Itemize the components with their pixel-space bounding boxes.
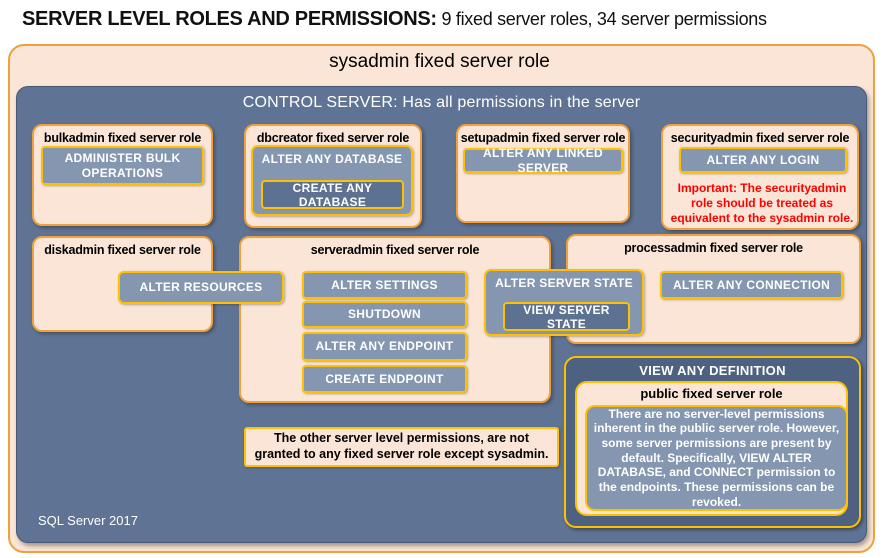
- control-server-box: CONTROL SERVER: Has all permissions in t…: [16, 86, 867, 543]
- dbcreator-role-box: dbcreator fixed server role ALTER ANY DA…: [244, 124, 422, 228]
- diskadmin-role-title: diskadmin fixed server role: [44, 243, 201, 257]
- securityadmin-role-title: securityadmin fixed server role: [670, 131, 850, 145]
- securityadmin-role-box: securityadmin fixed server role ALTER AN…: [661, 124, 859, 230]
- sql-server-version-label: SQL Server 2017: [38, 513, 138, 528]
- page-title: SERVER LEVEL ROLES AND PERMISSIONS: 9 fi…: [22, 8, 767, 31]
- permission-create-endpoint: CREATE ENDPOINT: [302, 365, 467, 393]
- permission-alter-any-connection: ALTER ANY CONNECTION: [660, 271, 843, 299]
- view-any-definition-box: VIEW ANY DEFINITION public fixed server …: [564, 356, 861, 528]
- permission-alter-any-database-label: ALTER ANY DATABASE: [261, 152, 403, 166]
- dbcreator-role-title: dbcreator fixed server role: [256, 131, 410, 145]
- permission-alter-any-database: ALTER ANY DATABASE CREATE ANY DATABASE: [251, 145, 413, 216]
- sysadmin-role-label: sysadmin fixed server role: [329, 51, 550, 72]
- permission-alter-settings: ALTER SETTINGS: [302, 271, 467, 299]
- page-title-main: SERVER LEVEL ROLES AND PERMISSIONS:: [22, 8, 437, 30]
- permission-alter-any-linked-server: ALTER ANY LINKED SERVER: [463, 146, 623, 175]
- setupadmin-role-title: setupadmin fixed server role: [460, 131, 626, 145]
- processadmin-role-title: processadmin fixed server role: [624, 241, 803, 255]
- permission-alter-server-state-label: ALTER SERVER STATE: [495, 276, 633, 290]
- permission-alter-resources: ALTER RESOURCES: [118, 271, 284, 304]
- page-title-sub: 9 fixed server roles, 34 server permissi…: [436, 9, 767, 29]
- permission-alter-server-state: ALTER SERVER STATE VIEW SERVER STATE: [484, 269, 644, 336]
- control-server-label: CONTROL SERVER: Has all permissions in t…: [242, 94, 641, 111]
- securityadmin-warning-text: Important: The securityadmin role should…: [670, 181, 854, 225]
- public-role-description: There are no server-level permissions in…: [585, 405, 848, 511]
- public-role-box: public fixed server role There are no se…: [575, 381, 848, 516]
- permission-view-server-state: VIEW SERVER STATE: [503, 302, 630, 331]
- permission-create-any-database: CREATE ANY DATABASE: [261, 180, 404, 209]
- setupadmin-role-box: setupadmin fixed server role ALTER ANY L…: [456, 124, 630, 223]
- view-any-definition-label: VIEW ANY DEFINITION: [639, 363, 786, 378]
- permission-alter-any-login: ALTER ANY LOGIN: [679, 147, 847, 173]
- bulkadmin-role-title: bulkadmin fixed server role: [43, 131, 202, 145]
- permission-administer-bulk-operations: ADMINISTER BULK OPERATIONS: [41, 146, 204, 185]
- permission-shutdown: SHUTDOWN: [302, 301, 467, 328]
- other-permissions-note: The other server level permissions, are …: [244, 427, 559, 467]
- serveradmin-role-title: serveradmin fixed server role: [310, 243, 480, 257]
- bulkadmin-role-box: bulkadmin fixed server role ADMINISTER B…: [32, 124, 213, 226]
- permission-alter-any-endpoint: ALTER ANY ENDPOINT: [302, 332, 467, 361]
- public-role-title: public fixed server role: [640, 386, 783, 401]
